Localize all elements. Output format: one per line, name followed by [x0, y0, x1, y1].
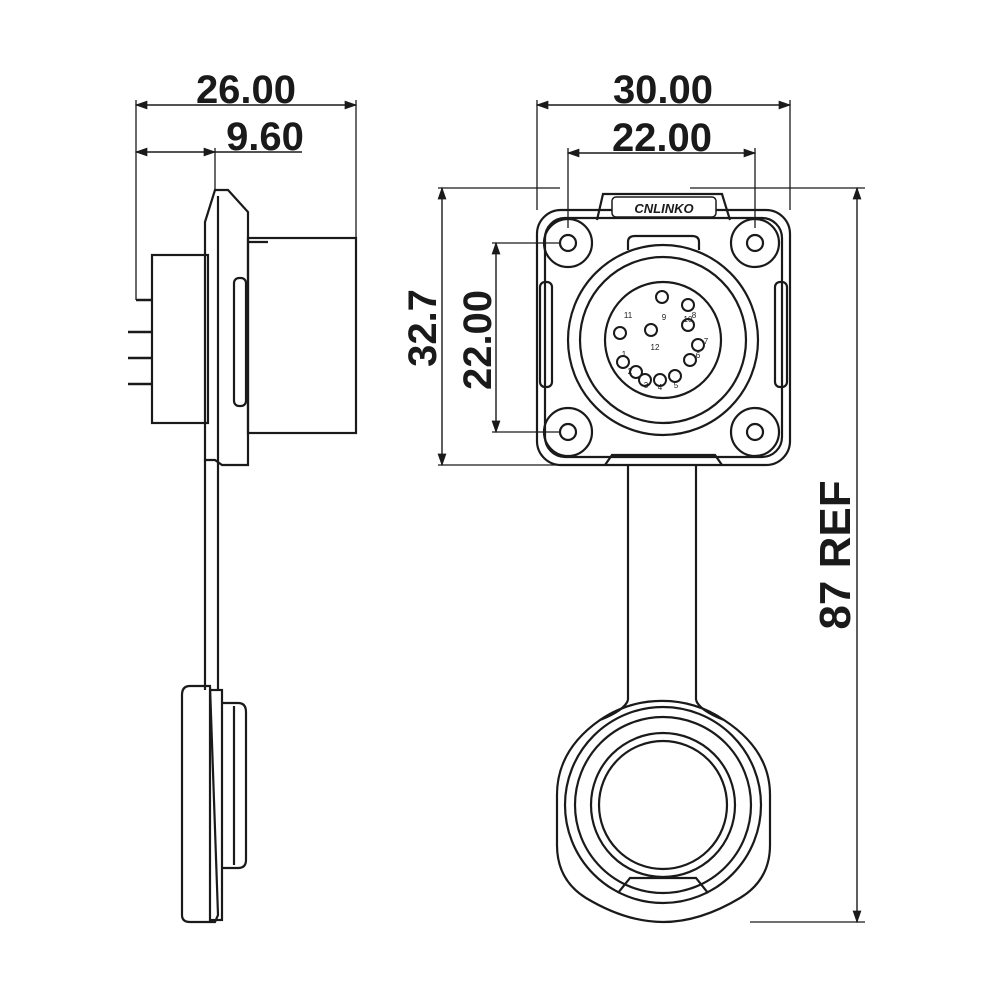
pin-number-label: 12	[651, 343, 660, 352]
dim-32-7: 32.7	[401, 289, 445, 367]
contact-pin	[681, 318, 695, 332]
contact-pin	[629, 365, 643, 379]
front-view	[438, 100, 865, 924]
dim-9-60: 9.60	[226, 115, 304, 159]
pin-number-label: 2	[628, 367, 633, 376]
brand-logo: CNLINKO	[611, 196, 717, 218]
logo-text: CNLINKO	[634, 201, 693, 216]
dim-30-00: 30.00	[613, 68, 713, 112]
dim-26-00: 26.00	[196, 68, 296, 112]
contact-pin	[655, 290, 669, 304]
contact-pin	[691, 338, 705, 352]
pin-number-label: 11	[624, 311, 633, 320]
pin-number-label: 9	[662, 313, 667, 322]
dim-87-ref: 87 REF	[811, 480, 860, 629]
contact-pin	[653, 373, 667, 387]
pin-number-label: 8	[692, 311, 697, 320]
side-view	[128, 100, 358, 924]
front-dimension-lines	[437, 100, 862, 924]
contact-pin	[681, 298, 695, 312]
contact-pin	[668, 369, 682, 383]
dim-22-00-vertical: 22.00	[456, 290, 500, 390]
pin-number-label: 7	[704, 337, 709, 346]
side-dimension-lines	[134, 100, 358, 157]
pin-number-label: 6	[696, 351, 701, 360]
pin-number-label: 3	[644, 381, 649, 390]
pin-number-label: 4	[658, 383, 663, 392]
pin-number-label: 5	[674, 381, 679, 390]
pin-number-label: 1	[622, 350, 627, 359]
dim-22-00-horizontal: 22.00	[612, 116, 712, 160]
contact-pin	[638, 373, 652, 387]
contact-pin	[644, 323, 658, 337]
contact-pin	[616, 355, 630, 369]
contact-pin	[683, 353, 697, 367]
pin-number-label: 10	[684, 315, 693, 324]
contact-pin	[613, 326, 627, 340]
